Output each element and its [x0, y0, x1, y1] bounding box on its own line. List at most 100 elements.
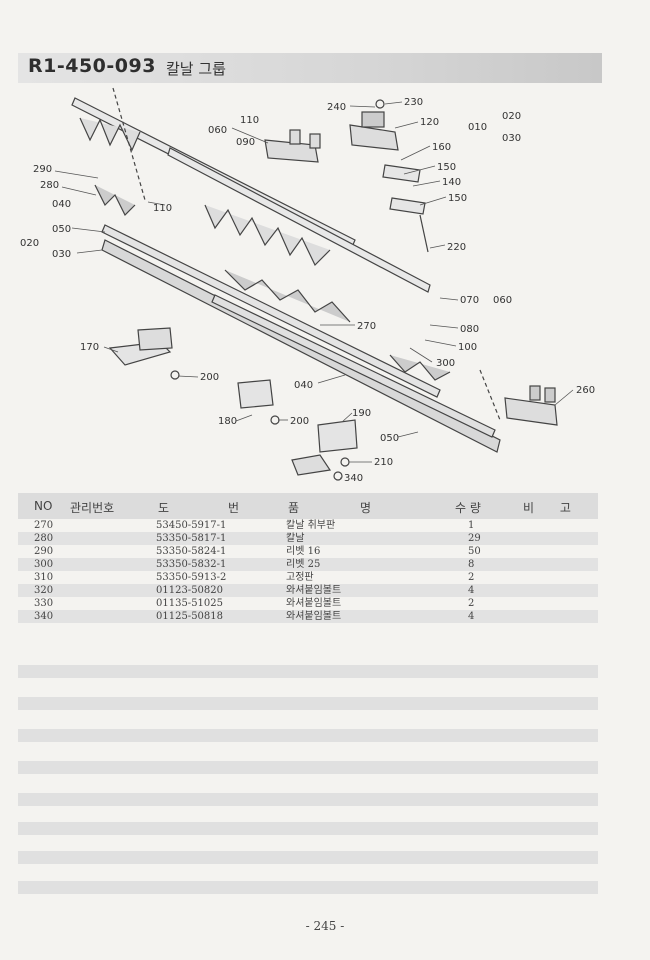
page-title-code: R1-450-093: [28, 55, 156, 77]
title-bar: [18, 53, 602, 83]
parts-table: NO 관리번호 도 번 품 명 수 량 비 고 270 53450-5917-1 칼…: [18, 493, 598, 623]
exploded-parts-diagram: 240 230 120 110 060 090 010 020 030 160 …: [20, 87, 595, 484]
label-180: 180: [218, 416, 237, 427]
label-050-left: 050: [52, 224, 71, 235]
label-110-mid: 110: [153, 203, 172, 214]
label-340: 340: [344, 473, 363, 484]
table-row: 330 01135-51025 와셔붙임볼트 2: [18, 597, 598, 610]
label-120: 120: [420, 117, 439, 128]
col-bigo: 비 고: [523, 501, 571, 515]
cell-part: 53350-5913-2: [156, 572, 227, 583]
cell-name: 고정판: [286, 572, 314, 583]
label-170: 170: [80, 342, 99, 353]
cell-part: 53350-5817-1: [156, 533, 227, 544]
label-020-left: 020: [20, 238, 39, 249]
label-040-bottom: 040: [294, 380, 313, 391]
blank-row: [18, 665, 598, 678]
cell-name: 와셔붙임볼트: [286, 611, 342, 622]
blank-row: [18, 697, 598, 710]
cell-no: 320: [34, 585, 54, 596]
col-myeong: 명: [360, 501, 372, 515]
label-010: 010: [468, 122, 487, 133]
label-140: 140: [442, 177, 461, 188]
table-header: NO 관리번호 도 번 품 명 수 량 비 고: [18, 493, 598, 519]
cell-part: 01135-51025: [156, 598, 224, 609]
label-020-top: 020: [502, 111, 521, 122]
col-do: 도: [158, 501, 170, 515]
label-290: 290: [33, 164, 52, 175]
label-220: 220: [447, 242, 466, 253]
cell-no: 280: [34, 533, 54, 544]
cell-qty: 1: [468, 520, 475, 531]
cell-part: 01125-50818: [156, 611, 224, 622]
label-280: 280: [40, 180, 59, 191]
blank-row: [18, 881, 598, 894]
cell-qty: 4: [468, 611, 475, 622]
table-row: 270 53450-5917-1 칼날 취부판 1: [18, 519, 598, 532]
label-100: 100: [458, 342, 477, 353]
label-300: 300: [436, 358, 455, 369]
blank-row: [18, 822, 598, 835]
cell-no: 340: [34, 611, 54, 622]
table-row: 280 53350-5817-1 칼날 29: [18, 532, 598, 545]
cell-no: 300: [34, 559, 54, 570]
label-090: 090: [236, 137, 255, 148]
label-190: 190: [352, 408, 371, 419]
label-260: 260: [576, 385, 595, 396]
col-beon: 번: [228, 501, 240, 515]
cell-part: 53350-5824-1: [156, 546, 227, 557]
table-row: 340 01125-50818 와셔붙임볼트 4: [18, 610, 598, 623]
table-row: 310 53350-5913-2 고정판 2: [18, 571, 598, 584]
label-150-a: 150: [437, 162, 456, 173]
cell-qty: 4: [468, 585, 475, 596]
col-mgmt: 관리번호: [70, 501, 115, 515]
label-060-right: 060: [493, 295, 512, 306]
label-200-b: 200: [290, 416, 309, 427]
cell-no: 310: [34, 572, 54, 583]
label-030-top: 030: [502, 133, 521, 144]
cell-qty: 2: [468, 572, 475, 583]
col-sury: 수 량: [455, 501, 481, 515]
label-070: 070: [460, 295, 479, 306]
cell-part: 01123-50820: [156, 585, 224, 596]
blank-row: [18, 793, 598, 806]
cell-part: 53350-5832-1: [156, 559, 227, 570]
cell-name: 칼날 취부판: [286, 520, 336, 531]
label-200-a: 200: [200, 372, 219, 383]
label-240: 240: [327, 102, 346, 113]
cell-name: 칼날: [286, 533, 305, 544]
cell-qty: 8: [468, 559, 475, 570]
label-110-top: 110: [240, 115, 259, 126]
col-pum: 품: [288, 501, 300, 515]
cell-no: 270: [34, 520, 54, 531]
col-no: NO: [34, 499, 53, 513]
label-270: 270: [357, 321, 376, 332]
label-080: 080: [460, 324, 479, 335]
label-050-bottom: 050: [380, 433, 399, 444]
blank-row: [18, 761, 598, 774]
label-230: 230: [404, 97, 423, 108]
cell-no: 330: [34, 598, 54, 609]
label-150-b: 150: [448, 193, 467, 204]
label-040-left: 040: [52, 199, 71, 210]
cell-name: 리벳 25: [286, 559, 321, 570]
cell-qty: 29: [468, 533, 481, 544]
label-060-top: 060: [208, 125, 227, 136]
cell-name: 와셔붙임볼트: [286, 598, 342, 609]
blank-row: [18, 851, 598, 864]
cell-qty: 2: [468, 598, 475, 609]
label-160: 160: [432, 142, 451, 153]
cell-name: 와셔붙임볼트: [286, 585, 342, 596]
cell-no: 290: [34, 546, 54, 557]
label-030-left: 030: [52, 249, 71, 260]
blank-row: [18, 729, 598, 742]
table-row: 320 01123-50820 와셔붙임볼트 4: [18, 584, 598, 597]
cell-part: 53450-5917-1: [156, 520, 227, 531]
page-number: - 245 -: [305, 919, 345, 933]
label-210: 210: [374, 457, 393, 468]
table-row: 300 53350-5832-1 리벳 25 8: [18, 558, 598, 571]
page-title-name: 칼날 그룹: [166, 60, 226, 78]
cell-name: 리벳 16: [286, 546, 321, 557]
